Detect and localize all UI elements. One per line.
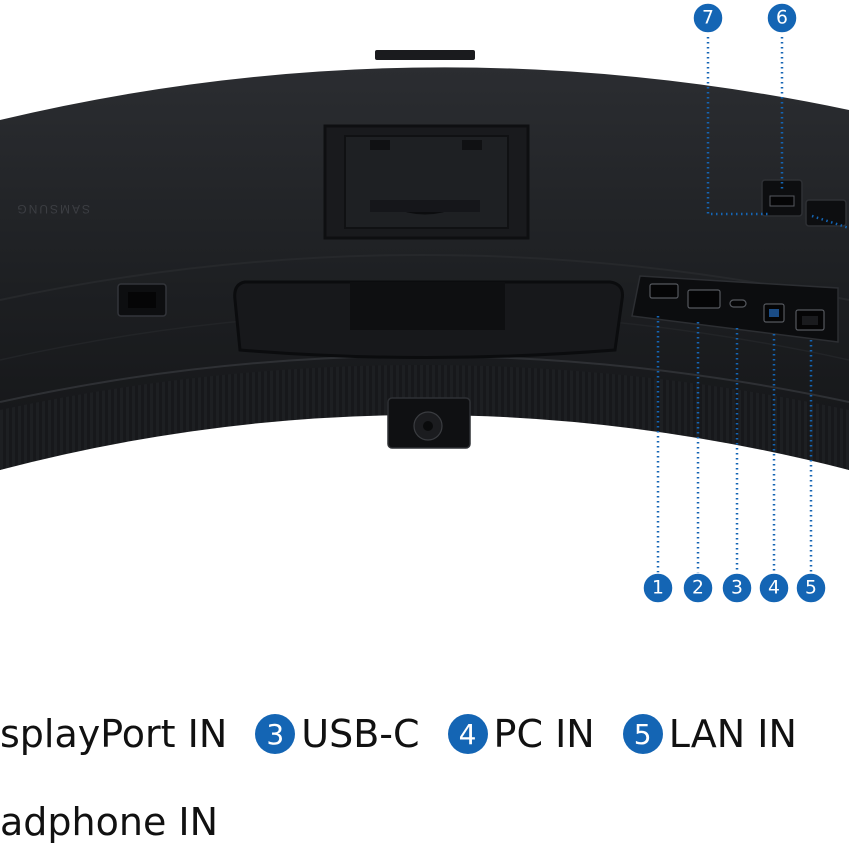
legend-item: adphone IN — [0, 800, 218, 844]
callout-badge-5: 5 — [795, 572, 827, 604]
legend-item: splayPort IN — [0, 712, 227, 756]
callout-number: 5 — [805, 577, 817, 598]
callout-badge-7: 7 — [692, 2, 724, 34]
callout-number: 3 — [731, 577, 743, 598]
hdmi-port-icon — [649, 283, 679, 299]
lan-port-icon — [795, 309, 825, 331]
callout-number: 1 — [652, 577, 664, 598]
port-panel — [631, 275, 839, 343]
legend-row-2: adphone IN — [0, 794, 218, 850]
callout-number: 2 — [692, 577, 704, 598]
callout-number: 7 — [702, 7, 714, 28]
displayport-icon — [687, 289, 721, 309]
callout-number: 6 — [776, 7, 788, 28]
usb-c-port-icon — [729, 299, 747, 308]
callout-badge-3: 3 — [721, 572, 753, 604]
bottom-bezel — [0, 365, 849, 470]
legend-label: splayPort IN — [0, 712, 228, 756]
top-notch — [375, 50, 475, 60]
callout-badge-1: 1 — [642, 572, 674, 604]
power-socket-icon — [117, 283, 167, 317]
legend-badge-5: 5 — [622, 714, 663, 754]
brand-text: SAMSUNG — [15, 202, 90, 216]
callout-badge-6: 6 — [766, 2, 798, 34]
callout-badge-2: 2 — [682, 572, 714, 604]
callout-number: 4 — [768, 577, 780, 598]
legend-badge-4: 4 — [447, 714, 488, 754]
usb-b-port-icon — [763, 303, 785, 323]
leader-lines — [656, 32, 849, 574]
monitor-body — [0, 67, 849, 471]
joystick-icon — [387, 397, 471, 449]
legend-label: PC IN — [493, 712, 595, 756]
legend-label: LAN IN — [668, 712, 797, 756]
callout-badge-4: 4 — [758, 572, 790, 604]
legend-label: USB-C — [301, 712, 420, 756]
legend-badge-3: 3 — [255, 714, 296, 754]
usb-a-port-icon — [761, 179, 847, 227]
legend-label: adphone IN — [0, 800, 219, 844]
